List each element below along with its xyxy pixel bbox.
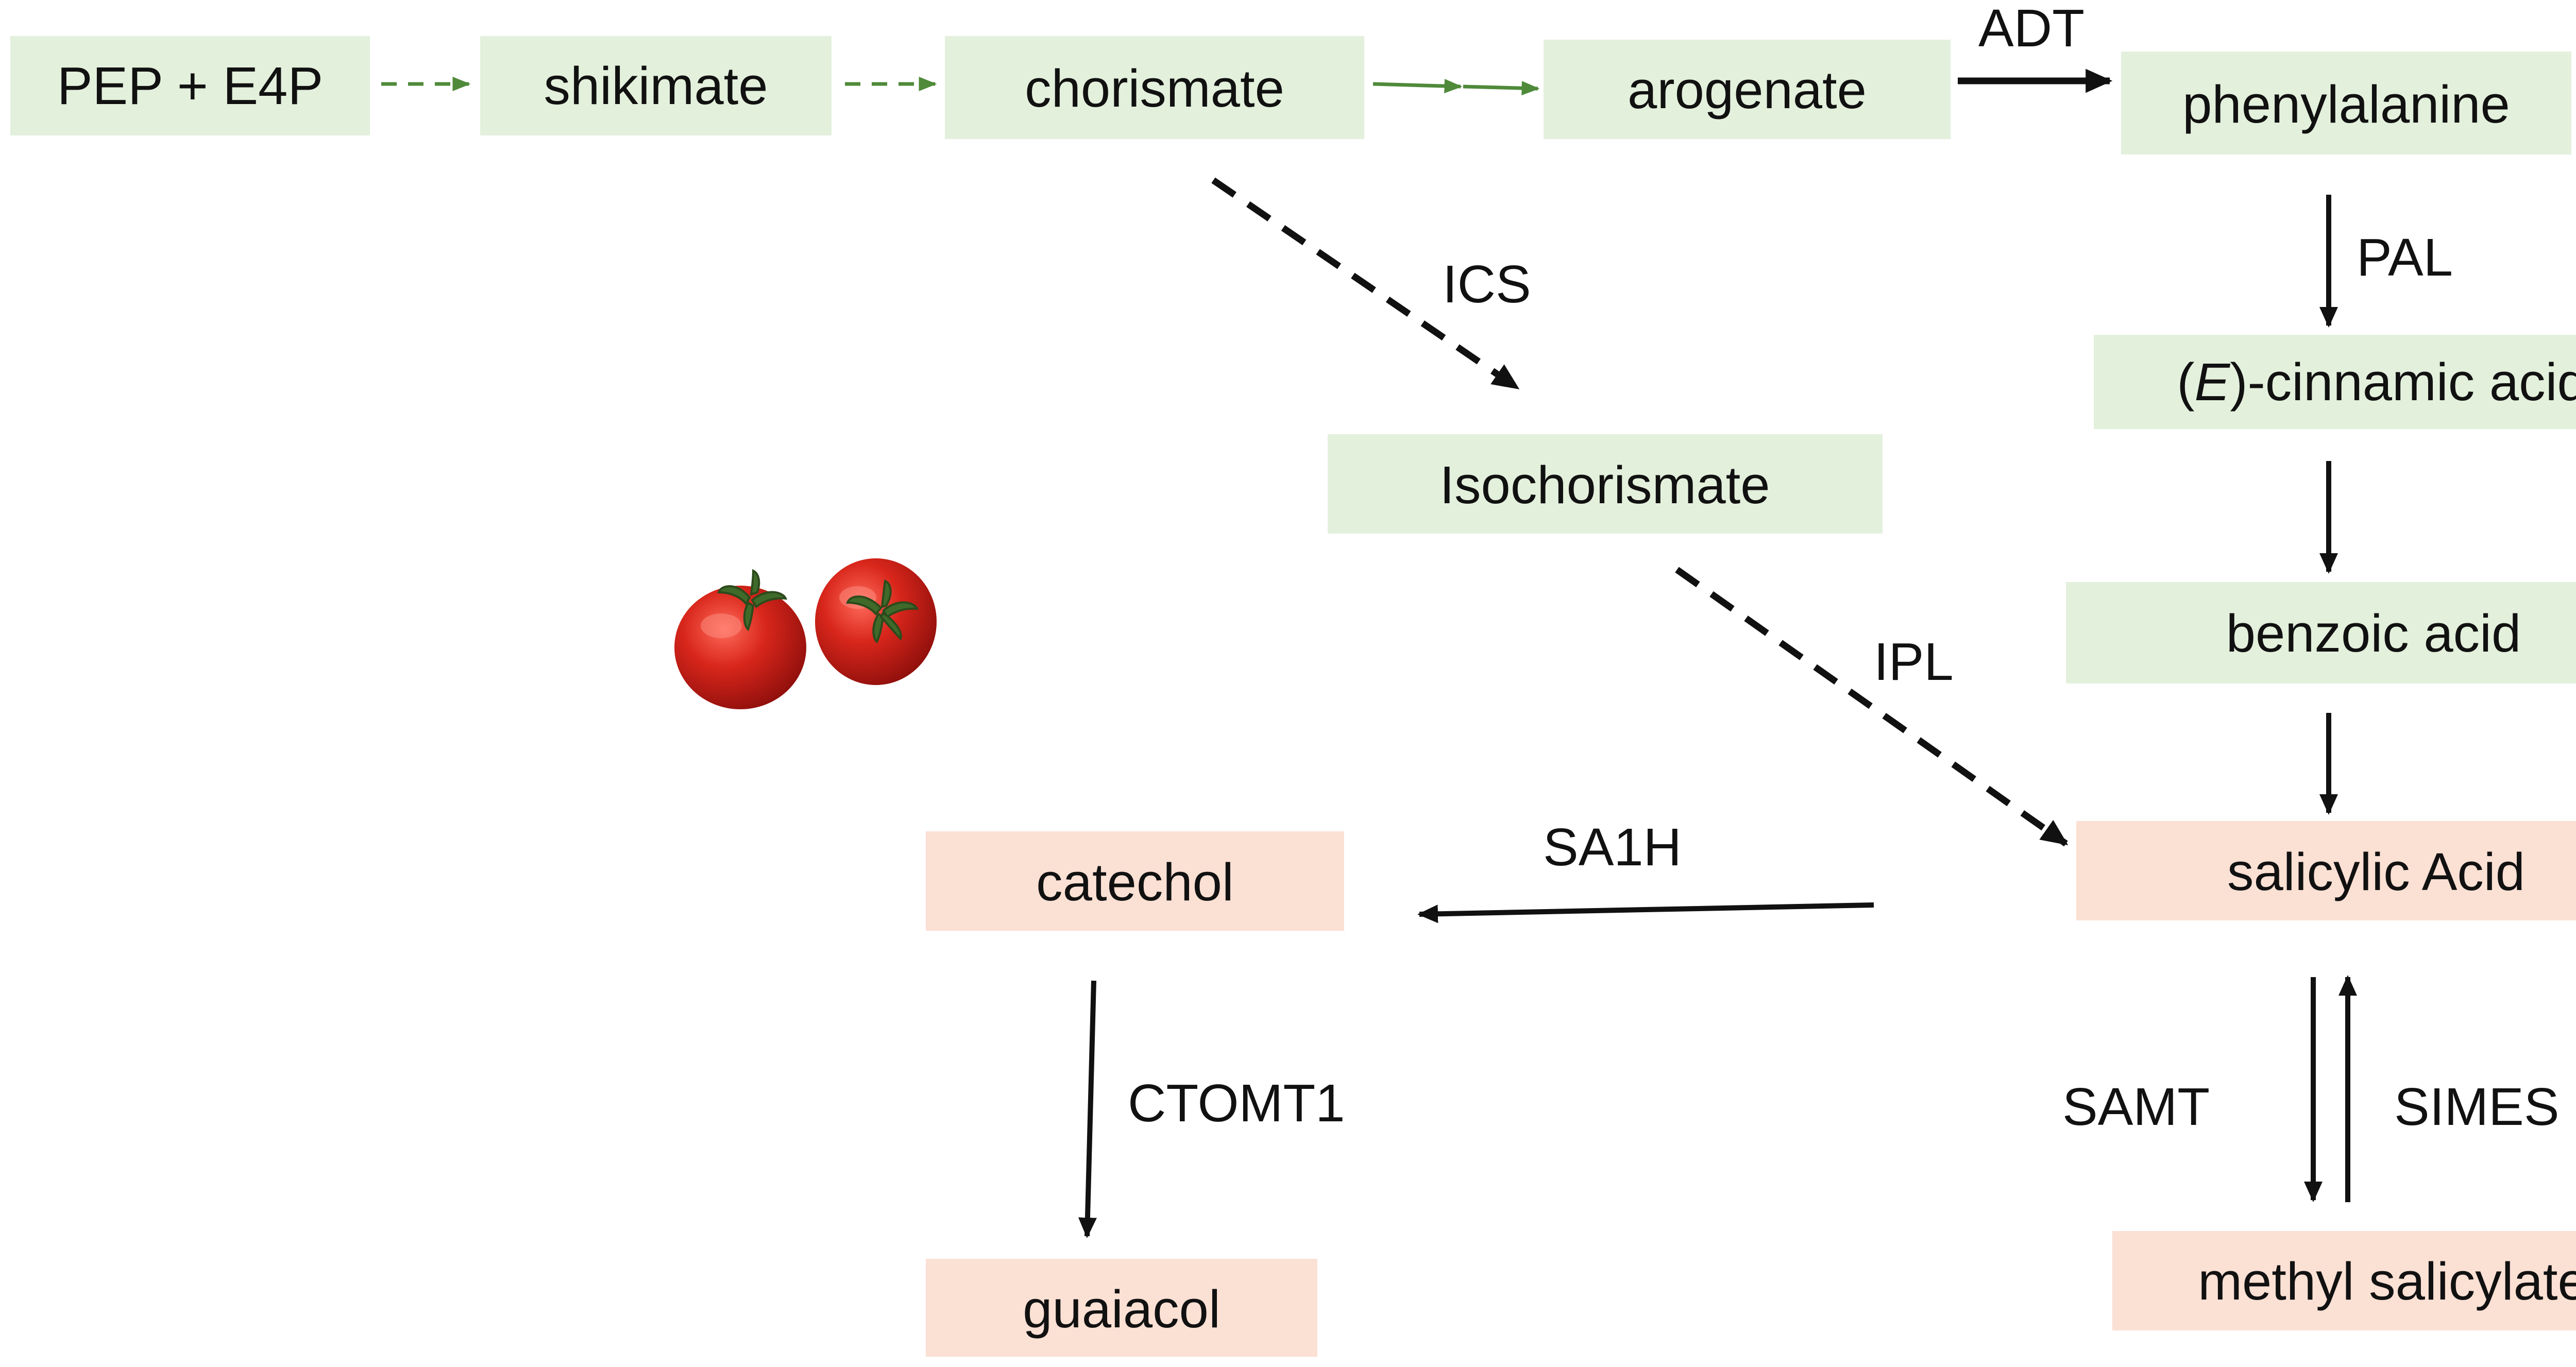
node-methyl-salicylate: methyl salicylate [2112,1231,2576,1330]
arrow-catechol-to-guaiacol [1078,980,1097,1238]
arrow-isochorismate-to-salicylic [1675,567,2069,847]
node-label: methyl salicylate [2198,1252,2576,1311]
node-shikimate: shikimate [480,36,832,135]
enzyme-label-adt: ADT [1978,0,2084,58]
node-label: (E)-cinnamic acid [2177,352,2576,412]
arrow-salicylic-to-catechol [1417,902,1874,924]
enzyme-label-simes: SIMES [2394,1077,2560,1136]
arrow-chorismate-to-arogenate-step1 [1372,79,1463,94]
arrow-chorismate-to-arogenate-step2 [1463,81,1540,96]
node-label: Isochorismate [1439,455,1770,515]
tomato-icon [674,558,937,709]
enzyme-label-samt: SAMT [2062,1077,2210,1136]
node-chorismate: chorismate [945,36,1364,139]
enzyme-label-sa1h: SA1H [1543,817,1682,877]
node-label: benzoic acid [2226,604,2521,663]
node-cinnamic-acid: (E)-cinnamic acid [2094,335,2576,429]
node-benzoic-acid: benzoic acid [2066,582,2576,684]
cinnamic-stereo: E [2195,352,2231,412]
enzyme-label-ics: ICS [1443,254,1531,314]
node-catechol: catechol [926,831,1344,931]
node-isochorismate: Isochorismate [1328,434,1883,534]
node-label: arogenate [1628,60,1867,119]
node-pep-e4p: PEP + E4P [10,36,370,135]
node-arogenate: arogenate [1544,40,1951,139]
enzyme-label-pal: PAL [2357,228,2453,287]
node-phenylalanine: phenylalanine [2121,52,2571,155]
cinnamic-suffix: )-cinnamic acid [2230,352,2576,412]
node-label: catechol [1036,852,1234,912]
node-label: shikimate [544,56,768,115]
cinnamic-prefix: ( [2177,352,2194,412]
enzyme-label-ipl: IPL [1874,632,1954,691]
node-guaiacol: guaiacol [926,1259,1317,1357]
node-label: PEP + E4P [57,56,323,115]
node-label: chorismate [1025,59,1284,118]
node-label: guaiacol [1023,1279,1221,1339]
enzyme-label-ctomt1: CTOMT1 [1128,1073,1345,1133]
node-salicylic-acid: salicylic Acid [2076,821,2576,920]
arrow-chorismate-to-isochorismate [1211,177,1520,391]
node-label: phenylalanine [2182,75,2510,134]
node-label: salicylic Acid [2227,842,2525,901]
